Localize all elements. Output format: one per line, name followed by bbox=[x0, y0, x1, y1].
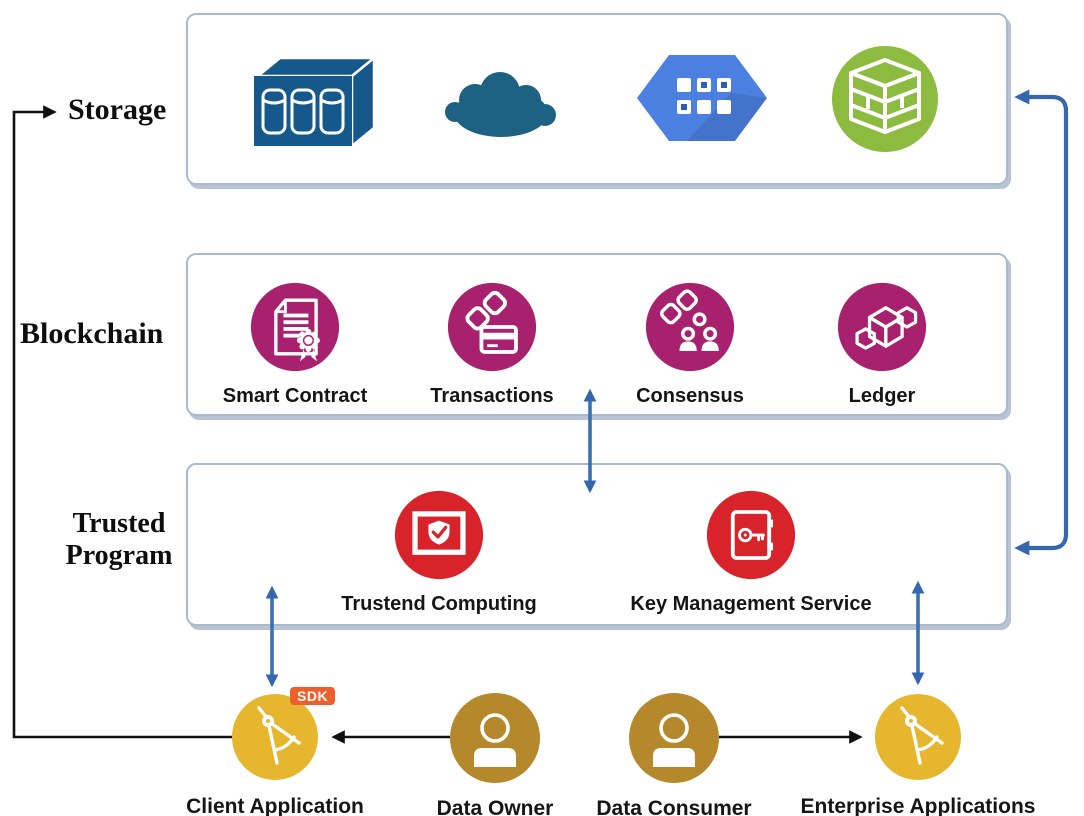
storage-layer-box bbox=[186, 13, 1008, 185]
consensus-icon bbox=[645, 282, 735, 372]
actor-label: Data Consumer bbox=[596, 797, 752, 816]
client-to-storage-connector bbox=[12, 105, 232, 739]
compass-app-icon bbox=[232, 694, 318, 780]
storage-layer-label: Storage bbox=[68, 93, 167, 126]
person-icon bbox=[450, 693, 540, 783]
blockchain-layer-label: Blockchain bbox=[20, 317, 164, 350]
trusted-item-trusted-computing: Trustend Computing bbox=[284, 489, 594, 616]
actor-label: Data Owner bbox=[436, 797, 554, 816]
brick-warehouse-icon bbox=[832, 46, 938, 152]
blockchain-item-label: Smart Contract bbox=[222, 385, 368, 407]
trusted-item-label: Trustend Computing bbox=[341, 593, 537, 615]
actor-data-owner: Data Owner bbox=[375, 693, 615, 816]
blockchain-item-transactions: Transactions bbox=[382, 281, 602, 408]
blockchain-item-consensus: Consensus bbox=[580, 281, 800, 408]
actor-client-application: SDK Client Application bbox=[155, 687, 395, 816]
actor-data-consumer: Data Consumer bbox=[554, 693, 794, 816]
trusted-program-layer-box: Trustend Computing Key Management Servic… bbox=[186, 463, 1008, 626]
blockchain-item-smart-contract: Smart Contract bbox=[185, 281, 405, 408]
database-server-icon bbox=[254, 55, 377, 148]
actor-label: Enterprise Applications bbox=[800, 795, 1036, 816]
person-icon bbox=[629, 693, 719, 783]
blockchain-layer-box: Smart Contract Transactions bbox=[186, 253, 1008, 416]
ledger-icon bbox=[837, 282, 927, 372]
trusted-item-key-management: Key Management Service bbox=[596, 489, 906, 616]
transactions-icon bbox=[447, 282, 537, 372]
trusted-computing-icon bbox=[394, 490, 484, 580]
compass-app-icon bbox=[875, 694, 961, 780]
sdk-badge: SDK bbox=[290, 687, 336, 705]
actor-label: Client Application bbox=[186, 795, 364, 816]
blockchain-item-label: Transactions bbox=[430, 385, 554, 407]
smart-contract-icon bbox=[250, 282, 340, 372]
key-management-icon bbox=[706, 490, 796, 580]
trusted-program-layer-label: Trusted Program bbox=[65, 508, 173, 571]
blockchain-item-label: Ledger bbox=[848, 385, 916, 407]
storage-trusted-right-connector bbox=[1014, 89, 1069, 556]
blockchain-item-ledger: Ledger bbox=[772, 281, 992, 408]
hexagon-modules-icon bbox=[637, 55, 767, 141]
cloud-icon bbox=[445, 72, 556, 137]
actor-enterprise-applications: Enterprise Applications bbox=[798, 693, 1038, 816]
trusted-item-label: Key Management Service bbox=[630, 593, 872, 615]
blockchain-item-label: Consensus bbox=[636, 385, 744, 407]
